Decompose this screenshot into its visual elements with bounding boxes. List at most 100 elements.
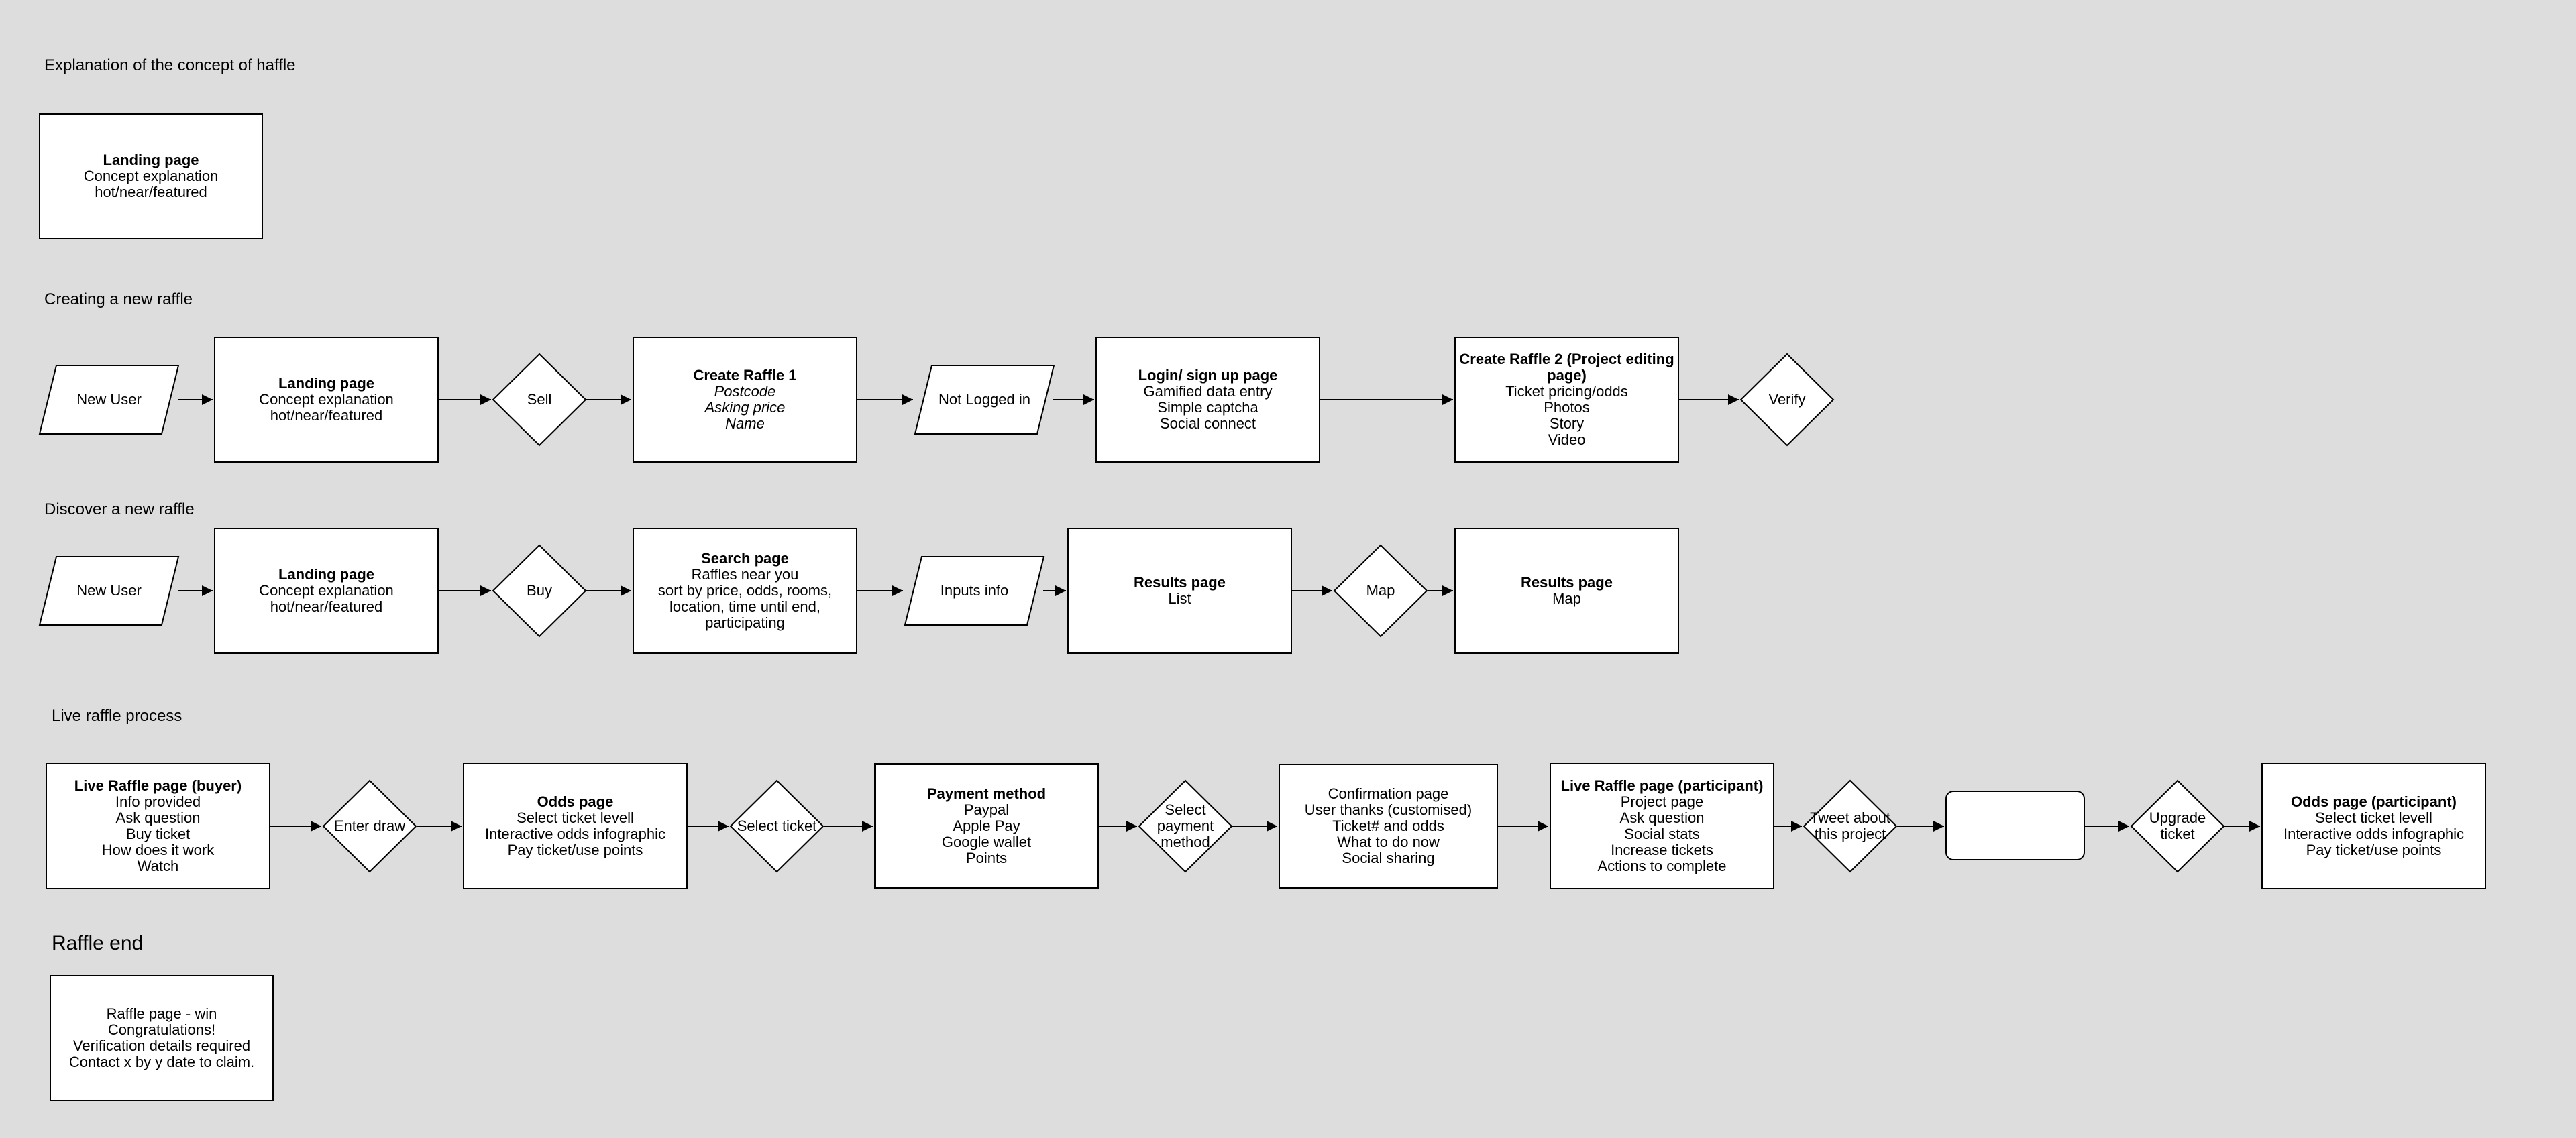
confirmation-line: User thanks (customised) [1304, 801, 1472, 818]
results-map-page: Results page Map [1454, 528, 1679, 654]
section-title-discover: Discover a new raffle [44, 500, 195, 518]
not-logged-in-label: Not Logged in [938, 391, 1030, 408]
live-participant-line: Social stats [1624, 826, 1700, 842]
create-sell-decision: Sell [492, 353, 587, 447]
empty-step-box [1945, 791, 2085, 860]
confirmation-page: Confirmation page User thanks (customise… [1279, 764, 1498, 889]
discover-landing-page: Landing page Concept explanation hot/nea… [214, 528, 439, 654]
parallelogram-shape [38, 556, 180, 626]
select-payment-decision: Select payment method [1138, 779, 1233, 873]
live-buyer-line: Buy ticket [125, 826, 191, 842]
enter-draw-decision: Enter draw [322, 779, 417, 873]
search-page-title: Search page [701, 550, 789, 567]
select-payment-label: Select payment method [1157, 801, 1214, 850]
buy-label: Buy [527, 582, 552, 599]
discover-landing-line: hot/near/featured [270, 598, 383, 615]
diamond-shape [1739, 353, 1835, 447]
buy-decision: Buy [492, 544, 587, 638]
search-page-line: sort by price, odds, rooms, [657, 582, 833, 599]
explain-landing-page: Landing page Concept explanation hot/nea… [39, 113, 263, 239]
section-title-live: Live raffle process [52, 707, 182, 725]
parallelogram-shape [904, 556, 1045, 626]
payment-method-title: Payment method [926, 785, 1046, 802]
verify-label: Verify [1768, 391, 1806, 408]
parallelogram-shape [914, 365, 1055, 435]
live-participant-line: Ask question [1619, 809, 1705, 826]
diamond-shape [1138, 779, 1233, 873]
create-raffle-2-title: Create Raffle 2 (Project editing page) [1459, 351, 1674, 384]
create-landing-line: hot/near/featured [270, 407, 383, 424]
create-raffle-1-title: Create Raffle 1 [693, 367, 797, 384]
login-signup-line: Gamified data entry [1143, 383, 1273, 400]
payment-method-line: Google wallet [941, 834, 1032, 850]
create-raffle-1-page: Create Raffle 1 Postcode Asking price Na… [633, 337, 857, 463]
inputs-info-label: Inputs info [940, 582, 1009, 599]
section-title-explanation: Explanation of the concept of haffle [44, 56, 296, 74]
live-buyer-title: Live Raffle page (buyer) [74, 777, 242, 794]
search-page-line: participating [705, 614, 785, 631]
diamond-shape [1333, 544, 1428, 638]
odds-participant-page: Odds page (participant) Select ticket le… [2261, 763, 2486, 889]
odds-participant-line: Select ticket levell [2315, 809, 2432, 826]
search-page-line: Raffles near you [691, 566, 799, 583]
create-landing-page: Landing page Concept explanation hot/nea… [214, 337, 439, 463]
section-title-end: Raffle end [52, 932, 144, 954]
section-title-creating: Creating a new raffle [44, 290, 193, 308]
select-ticket-decision: Select ticket [729, 779, 824, 873]
login-signup-page: Login/ sign up page Gamified data entry … [1095, 337, 1320, 463]
discover-new-user-label: New User [76, 582, 142, 599]
live-raffle-buyer-page: Live Raffle page (buyer) Info provided A… [46, 763, 270, 889]
odds-participant-title: Odds page (participant) [2291, 793, 2457, 810]
raffle-win-line: Congratulations! [107, 1021, 216, 1038]
odds-page-title: Odds page [537, 793, 614, 810]
map-label: Map [1366, 582, 1395, 599]
raffle-win-line: Contact x by y date to claim. [68, 1054, 255, 1070]
odds-page-line: Pay ticket/use points [507, 842, 643, 858]
upgrade-ticket-label: Upgrade ticket [2149, 809, 2206, 842]
raffle-win-line: Raffle page - win [106, 1005, 217, 1022]
payment-method-page: Payment method Paypal Apple Pay Google w… [874, 763, 1099, 889]
odds-page-line: Select ticket levell [517, 809, 634, 826]
create-raffle-1-line: Asking price [704, 399, 786, 416]
diamond-shape [492, 544, 587, 638]
results-map-title: Results page [1521, 574, 1613, 591]
parallelogram-shape [38, 365, 180, 435]
map-decision: Map [1333, 544, 1428, 638]
login-signup-title: Login/ sign up page [1138, 367, 1278, 384]
tweet-decision: Tweet about this project [1803, 779, 1898, 873]
create-raffle-2-line: Story [1549, 415, 1585, 432]
explain-landing-line: hot/near/featured [95, 184, 207, 201]
create-raffle-2-line: Ticket pricing/odds [1505, 383, 1628, 400]
confirmation-line: Ticket# and odds [1332, 817, 1444, 834]
confirmation-line: Confirmation page [1328, 785, 1449, 802]
results-map-line: Map [1552, 590, 1581, 607]
live-participant-title: Live Raffle page (participant) [1560, 777, 1764, 794]
odds-participant-line: Interactive odds infographic [2283, 826, 2465, 842]
verify-decision: Verify [1739, 353, 1835, 447]
live-participant-line: Increase tickets [1611, 842, 1713, 858]
create-raffle-1-line: Postcode [714, 383, 776, 400]
discover-new-user-input: New User [38, 556, 180, 626]
search-page: Search page Raffles near you sort by pri… [633, 528, 857, 654]
create-landing-title: Landing page [278, 375, 374, 392]
create-raffle-2-line: Video [1548, 431, 1586, 448]
create-raffle-2-line: Photos [1544, 399, 1590, 416]
not-logged-in-input: Not Logged in [914, 365, 1055, 435]
select-ticket-label: Select ticket [737, 817, 817, 834]
payment-method-line: Apple Pay [953, 817, 1020, 834]
live-participant-line: Project page [1620, 793, 1704, 810]
enter-draw-label: Enter draw [333, 817, 406, 834]
payment-method-line: Points [965, 850, 1008, 866]
confirmation-line: What to do now [1337, 834, 1440, 850]
raffle-win-line: Verification details required [72, 1037, 251, 1054]
explain-landing-title: Landing page [103, 152, 199, 168]
create-new-user-input: New User [38, 365, 180, 435]
create-raffle-1-line: Name [725, 415, 765, 432]
explain-landing-line: Concept explanation [83, 168, 219, 184]
create-raffle-2-page: Create Raffle 2 (Project editing page) T… [1454, 337, 1679, 463]
login-signup-line: Simple captcha [1157, 399, 1258, 416]
live-buyer-line: Info provided [115, 793, 201, 810]
payment-method-line: Paypal [963, 801, 1010, 818]
odds-participant-line: Pay ticket/use points [2306, 842, 2442, 858]
